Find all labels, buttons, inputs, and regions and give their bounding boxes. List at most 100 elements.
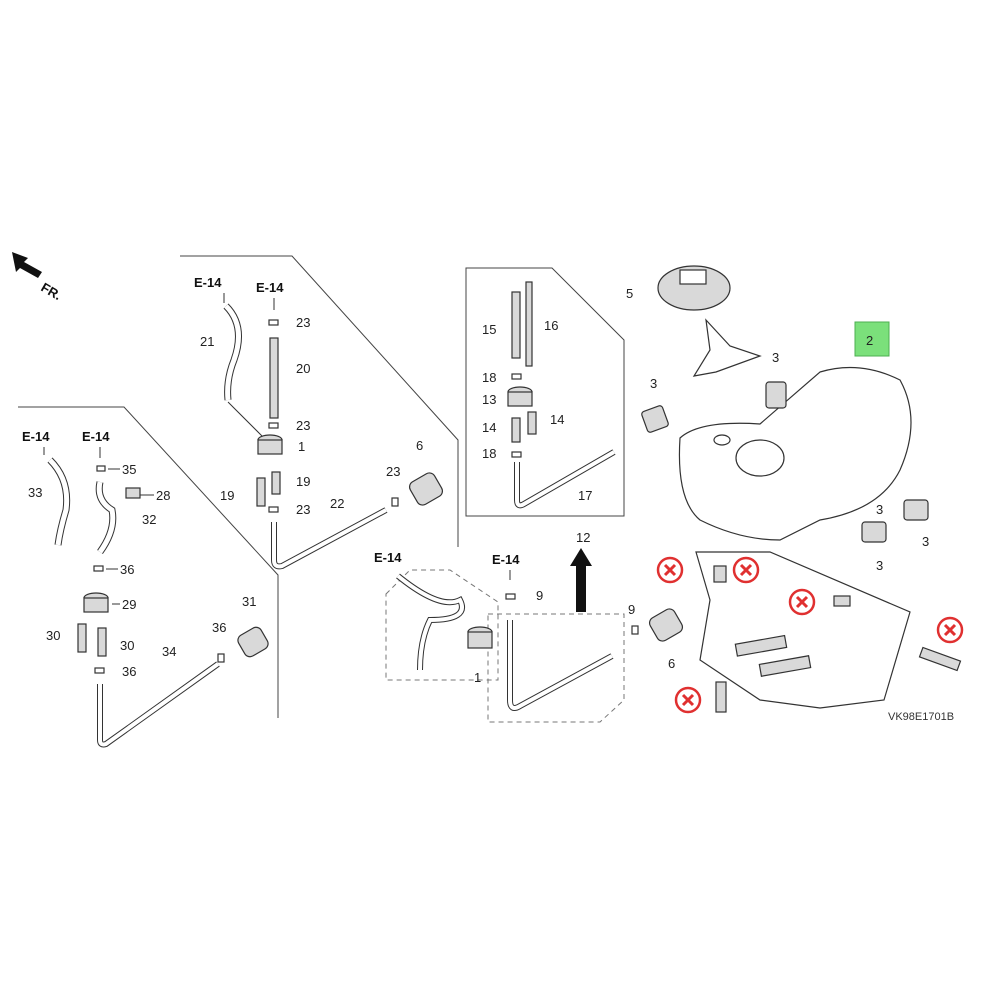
filter-6a bbox=[408, 472, 444, 506]
clip-9b bbox=[631, 625, 639, 635]
oring-18b bbox=[511, 451, 522, 458]
e14-ref-b: E-14 bbox=[82, 429, 110, 444]
part-label-3a: 3 bbox=[650, 376, 657, 391]
part-label-18b: 18 bbox=[482, 446, 496, 461]
figure-code: VK98E1701B bbox=[888, 711, 954, 723]
e14-ref-f: E-14 bbox=[492, 552, 520, 567]
part-label-1a: 1 bbox=[298, 439, 305, 454]
front-direction-arrow: FR. bbox=[12, 252, 64, 303]
e14-ref-e: E-14 bbox=[374, 550, 402, 565]
fitting-30a bbox=[77, 623, 87, 653]
part-label-2: 2 bbox=[866, 333, 873, 348]
part-label-33: 33 bbox=[28, 485, 42, 500]
part-label-23a: 23 bbox=[296, 315, 310, 330]
part-label-19a: 19 bbox=[220, 488, 234, 503]
clip-36c bbox=[217, 653, 225, 663]
up-arrow bbox=[570, 548, 592, 612]
part-label-29: 29 bbox=[122, 597, 136, 612]
grommet-3b bbox=[765, 381, 787, 409]
highlighted-part-badge[interactable] bbox=[854, 321, 890, 357]
center-panel-frame bbox=[465, 267, 625, 517]
fitting-14b bbox=[527, 411, 537, 435]
part-label-12: 12 bbox=[576, 530, 590, 545]
part-label-1b: 1 bbox=[474, 670, 481, 685]
part-label-30b: 30 bbox=[120, 638, 134, 653]
pipe-20 bbox=[269, 337, 279, 419]
dashed-kit-right bbox=[487, 613, 625, 723]
center-left-panel-frame bbox=[180, 255, 459, 547]
oring-36a bbox=[93, 565, 104, 572]
part-label-21: 21 bbox=[200, 334, 214, 349]
part-label-5: 5 bbox=[626, 286, 633, 301]
part-label-16: 16 bbox=[544, 318, 558, 333]
fitting-30b bbox=[97, 627, 107, 657]
part-label-32: 32 bbox=[142, 512, 156, 527]
clip-23d bbox=[391, 497, 399, 507]
part-label-36c: 36 bbox=[212, 620, 226, 635]
fitting-19b bbox=[271, 471, 281, 495]
clip-28 bbox=[125, 487, 141, 499]
part-label-14a: 14 bbox=[482, 420, 496, 435]
oring-36b bbox=[94, 667, 105, 674]
fuel-tank-2 bbox=[678, 366, 912, 541]
filter-6b bbox=[648, 608, 684, 642]
remove-mark-icon bbox=[732, 556, 760, 584]
remove-mark-icon bbox=[674, 686, 702, 714]
left-panel-frame bbox=[18, 406, 279, 718]
part-label-3c: 3 bbox=[876, 558, 883, 573]
part-label-22: 22 bbox=[330, 496, 344, 511]
part-label-19b: 19 bbox=[296, 474, 310, 489]
part-label-13: 13 bbox=[482, 392, 496, 407]
oring-23b bbox=[268, 422, 279, 429]
part-label-18a: 18 bbox=[482, 370, 496, 385]
filter-31 bbox=[237, 626, 269, 658]
remove-mark-icon bbox=[936, 616, 964, 644]
oring-35 bbox=[96, 465, 106, 472]
part-label-14b: 14 bbox=[550, 412, 564, 427]
front-direction-label: FR. bbox=[39, 280, 65, 303]
grommet-3d bbox=[903, 499, 929, 521]
part-label-36b: 36 bbox=[122, 664, 136, 679]
oring-23a bbox=[268, 319, 279, 326]
part-label-36a: 36 bbox=[120, 562, 134, 577]
oring-9a bbox=[505, 593, 516, 600]
part-label-28: 28 bbox=[156, 488, 170, 503]
bolt-right bbox=[918, 646, 962, 672]
part-label-3b: 3 bbox=[772, 350, 779, 365]
part-label-17: 17 bbox=[578, 488, 592, 503]
part-label-30a: 30 bbox=[46, 628, 60, 643]
part-label-35: 35 bbox=[122, 462, 136, 477]
part-label-15: 15 bbox=[482, 322, 496, 337]
e14-ref-c: E-14 bbox=[194, 275, 222, 290]
dashed-kit-left bbox=[385, 569, 499, 681]
part-label-9a: 9 bbox=[536, 588, 543, 603]
part-label-20: 20 bbox=[296, 361, 310, 376]
cap-strap bbox=[692, 318, 762, 377]
grommet-3a bbox=[641, 405, 669, 433]
e14-ref-d: E-14 bbox=[256, 280, 284, 295]
part-label-34: 34 bbox=[162, 644, 176, 659]
oring-18a bbox=[511, 373, 522, 380]
part-label-3e: 3 bbox=[876, 502, 883, 517]
pipe-16 bbox=[525, 281, 533, 367]
fuel-cap-5 bbox=[657, 265, 731, 311]
part-label-3d: 3 bbox=[922, 534, 929, 549]
part-label-6a: 6 bbox=[416, 438, 423, 453]
bolt-bottom bbox=[715, 681, 727, 713]
collar bbox=[713, 565, 727, 583]
part-label-31: 31 bbox=[242, 594, 256, 609]
tank-bracket bbox=[695, 551, 911, 709]
part-label-9b: 9 bbox=[628, 602, 635, 617]
pipe-15 bbox=[511, 291, 521, 359]
part-label-23b: 23 bbox=[296, 418, 310, 433]
bolt-top bbox=[833, 595, 851, 607]
part-label-6b: 6 bbox=[668, 656, 675, 671]
fitting-14a bbox=[511, 417, 521, 443]
part-label-23d: 23 bbox=[386, 464, 400, 479]
e14-ref-a: E-14 bbox=[22, 429, 50, 444]
grommet-3c bbox=[861, 521, 887, 543]
part-label-23c: 23 bbox=[296, 502, 310, 517]
tank-filler-neck bbox=[735, 439, 785, 477]
